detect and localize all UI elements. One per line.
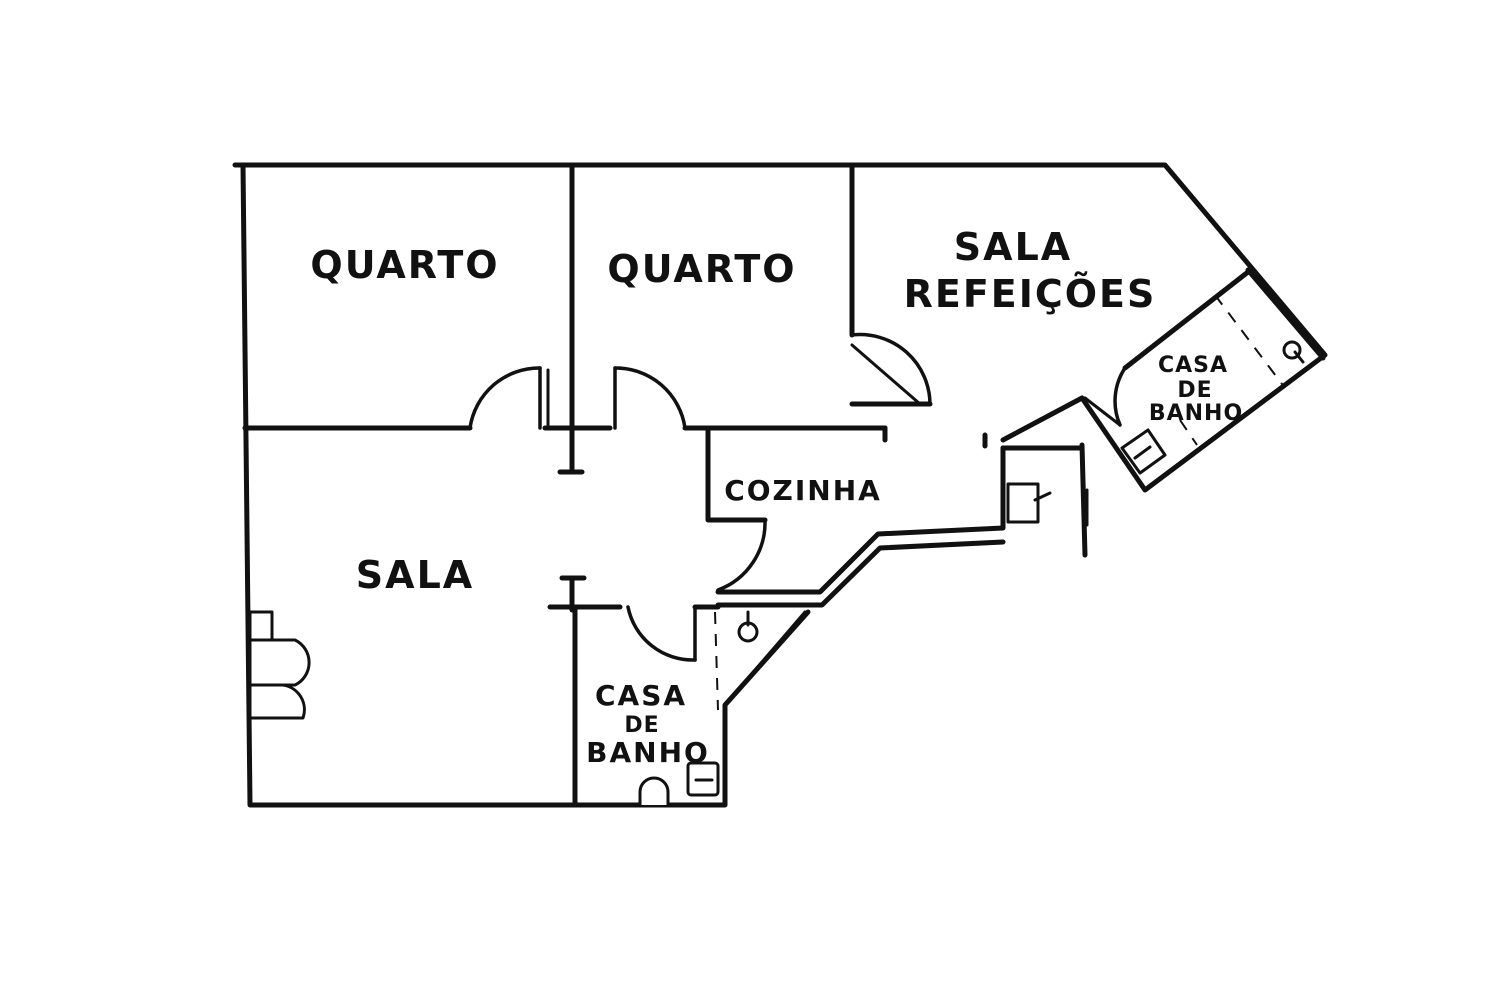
- room-label-casa-banho-2-line2: DE: [1177, 378, 1212, 403]
- appliance-icon: [1006, 482, 1052, 524]
- toilet-icon-2: [1120, 428, 1167, 475]
- interior-walls: [242, 162, 1326, 808]
- room-label-cozinha: COZINHA: [724, 474, 882, 507]
- room-label-casa-banho-2-line3: BANHO: [1149, 401, 1243, 426]
- fixtures: [248, 340, 1305, 805]
- room-label-casa-banho-2-line1: CASA: [1158, 353, 1228, 378]
- dashed-lines: [714, 294, 1286, 711]
- room-label-sala: SALA: [356, 553, 474, 597]
- room-labels: QUARTO QUARTO SALA REFEIÇÕES COZINHA SAL…: [310, 225, 1243, 769]
- room-label-sala-refeicoes-line2: REFEIÇÕES: [904, 272, 1157, 316]
- doors: [468, 332, 1127, 662]
- room-label-casa-banho-1-line1: CASA: [595, 679, 687, 712]
- room-label-sala-refeicoes-line1: SALA: [954, 225, 1072, 269]
- shower-drain-icon: [1282, 340, 1305, 364]
- sink-icon: [737, 610, 759, 643]
- room-label-casa-banho-1-line2: DE: [624, 713, 659, 738]
- room-label-quarto-2: QUARTO: [607, 247, 796, 291]
- sofa-icon: [248, 610, 311, 720]
- toilet-icon: [638, 761, 720, 805]
- room-label-quarto-1: QUARTO: [310, 243, 499, 287]
- room-label-casa-banho-1-line3: BANHO: [586, 736, 710, 769]
